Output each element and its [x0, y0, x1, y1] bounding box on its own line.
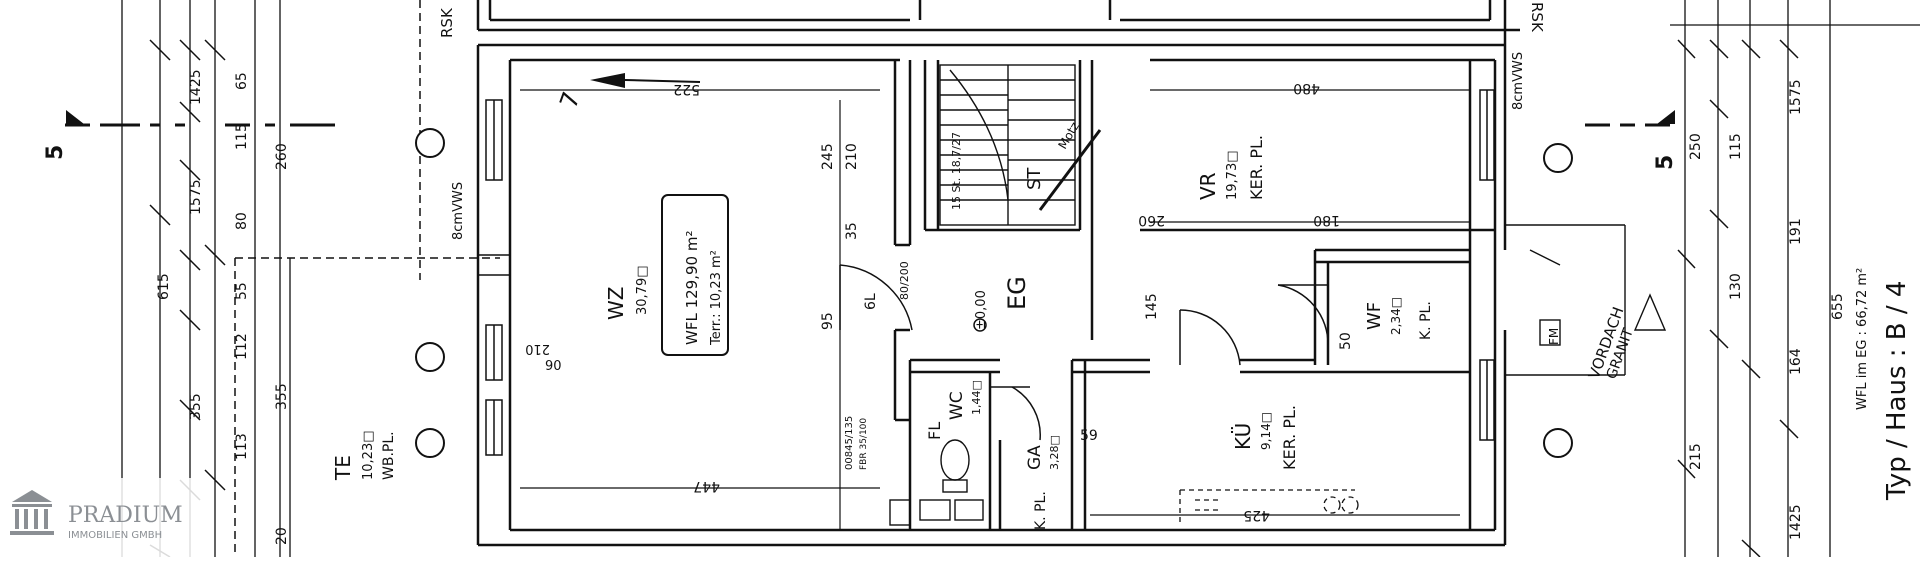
exterior-walls	[476, 0, 1520, 547]
pradium-logo: PRADIUM IMMOBILIEN GMBH	[0, 478, 210, 557]
floor-eg-label: EG	[1003, 276, 1031, 310]
dim-480: 480	[1293, 80, 1320, 96]
right-dimension-chain	[1670, 0, 1920, 557]
dim-215: 215	[1688, 443, 1704, 470]
dim-355-b: 355	[274, 383, 290, 410]
left-windows	[478, 99, 510, 456]
dim-522: 522	[673, 81, 700, 97]
room-wf-name: WF	[1364, 302, 1385, 330]
level-marker-icon	[973, 318, 987, 332]
room-fl-name: FL	[925, 422, 944, 440]
room-ga-name: GA	[1025, 445, 1045, 470]
room-vr-name: VR	[1196, 172, 1220, 200]
dim-20: 20	[274, 527, 290, 545]
terrace-outline	[234, 0, 500, 557]
dim-1425-b: 1425	[1788, 504, 1804, 540]
fm-label: FM	[1547, 328, 1561, 345]
dim-250: 250	[1688, 133, 1704, 160]
room-ku-floor: KER. PL.	[1280, 405, 1299, 470]
logo-sub: IMMOBILIEN GMBH	[68, 530, 162, 541]
window-size-label: 00845/135	[844, 416, 855, 470]
dim-95: 95	[820, 312, 836, 330]
dim-655: 655	[1830, 293, 1846, 320]
wfl-eg-label: WFL im EG : 66,72 m²	[1855, 268, 1870, 410]
dim-1575-a: 1575	[188, 179, 204, 215]
dim-164: 164	[1788, 348, 1804, 375]
room-wz-area: 30,79□	[635, 266, 650, 316]
dim-50: 50	[1338, 332, 1354, 350]
vws-left-label: 8cmVWS	[451, 182, 466, 240]
vws-right-label: 8cmVWS	[1511, 52, 1526, 110]
stair-steps: 15 St. 18,7/27	[950, 132, 963, 210]
wfl-total: WFL 129,90 m²	[683, 231, 701, 345]
axis-bubbles	[415, 128, 1573, 458]
terrace-total: Terr.: 10,23 m²	[709, 250, 724, 346]
dim-65: 65	[234, 72, 250, 90]
room-te-area: 10,23□	[361, 431, 376, 481]
dim-130: 130	[1728, 273, 1744, 300]
fbr-label: FBR 35/100	[859, 418, 869, 470]
dim-355-a: 355	[188, 393, 204, 420]
room-ku-area: 9,14□	[1259, 412, 1273, 450]
dim-180: 180	[1313, 212, 1340, 228]
wc-fixtures	[889, 439, 984, 526]
room-st-name: ST	[1024, 167, 1045, 190]
room-wc-name: WC	[947, 391, 967, 420]
dim-115-b: 115	[1728, 133, 1744, 160]
room-ga-area: 3,28□	[1048, 435, 1061, 470]
room-vr-area: 19,73□	[1225, 151, 1240, 201]
rsk-right-label: RSK	[1528, 2, 1546, 33]
room-ku-name: KÜ	[1231, 423, 1255, 450]
wfl-summary-box	[661, 194, 729, 356]
door-210-label: 210	[525, 341, 550, 356]
view-arrow-number: 7	[554, 88, 586, 112]
dim-59: 59	[1080, 428, 1098, 444]
room-wc-area: 1,44□	[970, 380, 983, 415]
dim-55: 55	[234, 282, 250, 300]
logo-name: PRADIUM	[68, 503, 183, 528]
dim-615: 615	[156, 273, 172, 300]
right-windows	[1479, 89, 1495, 441]
dim-145: 145	[1144, 293, 1160, 320]
room-wz-name: WZ	[604, 287, 628, 320]
dim-90: 90	[545, 359, 562, 374]
dim-112: 112	[234, 333, 250, 360]
dim-260-v: 260	[274, 143, 290, 170]
room-wf-area: 2,34□	[1389, 297, 1403, 335]
rsk-left-label: RSK	[438, 7, 456, 38]
room-wf-floor: K. PL.	[1418, 301, 1434, 340]
columns-logo-icon	[10, 490, 54, 535]
floor-level: ±0,00	[974, 290, 989, 330]
dim-210: 210	[844, 143, 860, 170]
door-80-200-label: 80/200	[898, 261, 911, 300]
section-mark-left: 5	[43, 145, 68, 160]
dim-35: 35	[844, 222, 860, 240]
dim-80: 80	[234, 212, 250, 230]
canopy	[1505, 224, 1667, 376]
door-6l-label: 6L	[863, 293, 879, 310]
dim-245: 245	[820, 143, 836, 170]
dim-113: 113	[234, 433, 250, 460]
plan-title: Typ / Haus : B / 4	[1882, 281, 1912, 501]
dim-191: 191	[1788, 218, 1804, 245]
staircase	[939, 64, 1102, 226]
kitchen-counter	[1179, 489, 1359, 525]
section-mark-right: 5	[1653, 155, 1678, 170]
dim-1425-a: 1425	[188, 69, 204, 105]
room-ga-floor: K. PL.	[1033, 491, 1049, 530]
dim-425: 425	[1243, 507, 1270, 523]
dim-1575-b: 1575	[1788, 79, 1804, 115]
dim-115-a: 115	[234, 123, 250, 150]
dim-447: 447	[693, 478, 720, 494]
room-vr-floor: KER. PL.	[1247, 135, 1266, 200]
dim-260: 260	[1138, 212, 1165, 228]
room-te-floor: WB.PL.	[381, 431, 397, 480]
left-dimension-chain	[121, 0, 281, 557]
interior-walls	[893, 60, 1495, 530]
room-te-name: TE	[331, 455, 355, 481]
